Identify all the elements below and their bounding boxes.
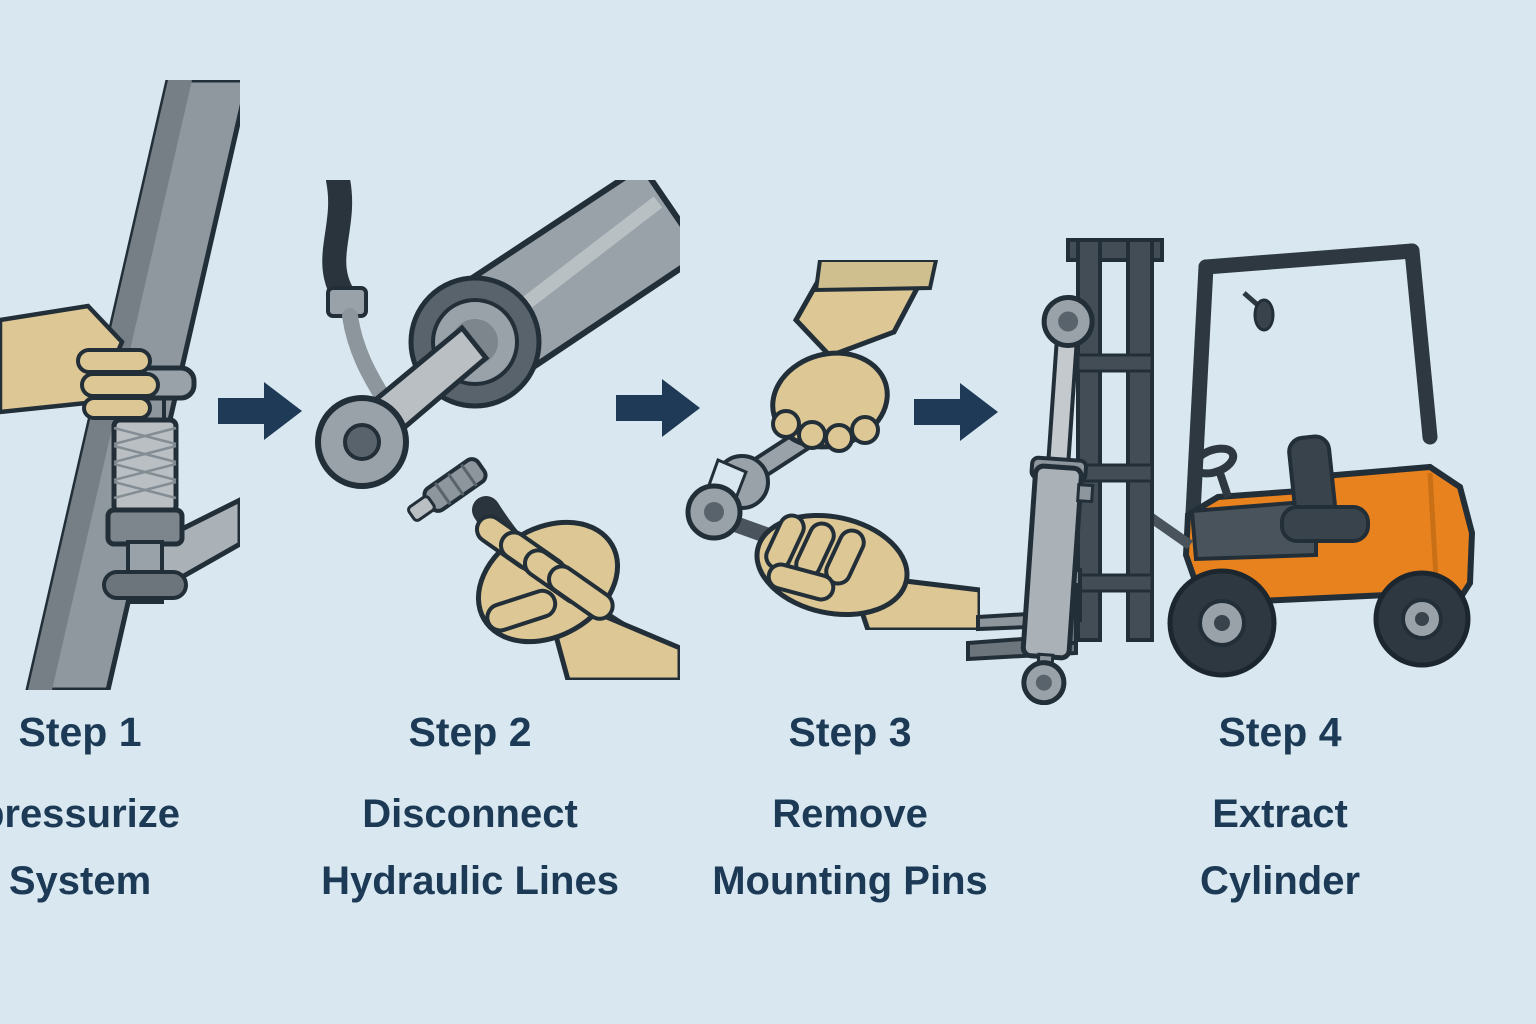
arrow-right-icon-1 bbox=[218, 382, 302, 440]
step-2-label: Step 2 Disconnect Hydraulic Lines bbox=[280, 712, 660, 915]
knurl-texture bbox=[113, 426, 177, 500]
step-2-number: Step 2 bbox=[408, 709, 532, 755]
mirror bbox=[1242, 291, 1275, 332]
step-4-line1: Extract bbox=[1212, 792, 1348, 836]
step-3-line1: Remove bbox=[772, 792, 928, 836]
extracted-cylinder bbox=[1020, 294, 1095, 705]
cylinder-barrel bbox=[315, 180, 680, 489]
lower-hand bbox=[754, 512, 980, 630]
arrow-right-icon-3 bbox=[914, 383, 998, 441]
step-1-line2: System bbox=[8, 858, 152, 903]
step1-depressurize-illustration bbox=[0, 80, 240, 690]
step-3-label: Step 3 Remove Mounting Pins bbox=[665, 712, 1035, 915]
step-1-label: Step 1 pressurize System bbox=[0, 712, 235, 915]
hand bbox=[0, 303, 160, 420]
step3-remove-pin-illustration bbox=[685, 260, 980, 630]
step-2-line1: Disconnect bbox=[362, 792, 578, 836]
step-3-line2: Mounting Pins bbox=[712, 858, 988, 903]
upper-fist bbox=[770, 350, 890, 453]
step-4-label: Step 4 Extract Cylinder bbox=[1090, 712, 1470, 915]
upper-arm bbox=[792, 260, 939, 359]
seat bbox=[1280, 434, 1370, 543]
rear-wheel bbox=[1373, 570, 1471, 668]
front-wheel bbox=[1167, 568, 1277, 678]
step-2-line2: Hydraulic Lines bbox=[321, 858, 619, 903]
step-4-line2: Cylinder bbox=[1199, 858, 1361, 903]
step-1-line1: pressurize bbox=[0, 792, 181, 836]
step-3-number: Step 3 bbox=[788, 709, 912, 755]
steering-wheel bbox=[1190, 444, 1238, 499]
step4-forklift-illustration bbox=[966, 238, 1476, 705]
step-1-number: Step 1 bbox=[18, 709, 142, 755]
step-4-number: Step 4 bbox=[1218, 709, 1342, 755]
hand bbox=[474, 514, 680, 680]
arrow-right-icon-2 bbox=[616, 379, 700, 437]
upper-hose bbox=[322, 180, 396, 414]
step2-disconnect-illustration bbox=[315, 180, 680, 680]
